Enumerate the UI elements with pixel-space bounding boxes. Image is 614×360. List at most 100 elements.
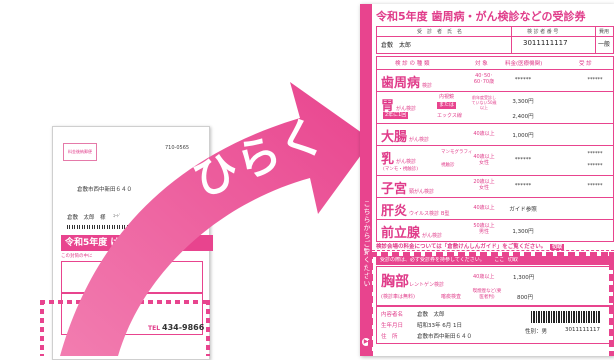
exam-target: 40歳以上 — [473, 205, 495, 211]
stub-tag: ここ — [494, 257, 505, 263]
table-row: 乳がん検診 (マンモ・視触診) マンモグラフィ 視触診 40歳以上女性 ****… — [376, 145, 614, 176]
exam-price: ****** — [514, 157, 532, 163]
customer-barcode — [531, 311, 601, 323]
table-row: 歯周病検診 40･50･60･70歳 ****** ****** — [376, 69, 614, 92]
label-birth: 生年月日 — [381, 323, 404, 329]
stub-cut-tag: 切取 — [507, 257, 518, 263]
exam-price: ガイド参照 — [509, 207, 537, 213]
table-header-cell: 受 診 — [579, 61, 592, 67]
chest-price: 1,300円 — [513, 275, 535, 281]
form-dashed-right — [609, 252, 614, 356]
stub-band-text: 受診の際は、必ず受診券を持参してください。 — [380, 257, 485, 263]
chest-target-2: 喫煙歴など(要医者判) — [472, 289, 502, 300]
recipient-code: ｺｰﾄﾞ — [113, 213, 121, 218]
info-number: 3011111117 — [565, 327, 600, 333]
open-instruction-text: ひらく — [186, 108, 334, 208]
table-row: 胃がん検診 2年に1回 内視鏡 または エックス線 前年度受診していない50歳以… — [376, 91, 614, 124]
exam-target: 前年度受診していない50歳以上 — [471, 95, 497, 110]
frequency-badge: 2年に1回 — [383, 112, 409, 119]
stub-band: 受診の際は、必ず受診券を持参してください。 ここ 切取 — [376, 256, 614, 265]
phone-label: TEL — [148, 325, 161, 332]
exam-status: ****** — [587, 183, 603, 189]
chest-target: 40歳以上 — [473, 274, 495, 280]
exam-status: ****** — [587, 151, 603, 157]
exam-target: 40歳以上女性 — [473, 154, 495, 166]
recipient-address: 倉敷市西中新田６４０ — [77, 187, 133, 193]
tear-line[interactable] — [372, 250, 614, 252]
recipient-name: 倉敷 太郎 様 — [67, 215, 106, 221]
exam-price: 3,300円 — [512, 99, 534, 105]
method-palpation: 視触診 — [441, 163, 455, 168]
method-mammography: マンモグラフィ — [441, 150, 473, 155]
side-arrow-icon: ▶ — [362, 338, 370, 346]
patient-info-box: 内容者名 生年月日 住 所 倉敷 太郎 昭和33年 6月 1日 倉敷市西中新田６… — [376, 306, 614, 344]
postal-barcode — [67, 225, 155, 229]
postage-stamp: 料金後納郵便 — [63, 143, 97, 161]
exam-status: ****** — [587, 163, 603, 169]
method-xray: エックス線 — [437, 113, 462, 119]
chest-exam-name: 胸部レントゲン検診 — [381, 274, 445, 290]
header-col-name: 受 診 者 氏 名 — [417, 29, 463, 35]
phone-number: 434-9866 — [162, 323, 205, 332]
info-birth: 昭和33年 6月 1日 — [417, 323, 462, 329]
exam-target: 50歳以上男性 — [473, 223, 495, 235]
table-header-cell: 料金(医療機関) — [505, 61, 543, 67]
mailer-info-box — [61, 261, 203, 293]
exam-name: 乳がん検診 — [381, 152, 417, 167]
exam-target: 20歳以上女性 — [473, 179, 495, 191]
exam-name: 子宮頸がん検診 — [381, 182, 435, 197]
header-col-number: 検 診 者 番 号 — [527, 29, 559, 35]
table-header-cell: 対 象 — [475, 61, 488, 67]
fee-note: 検診会場の料金については「倉敷けんしんガイド」をご覧ください。 切取 — [376, 242, 612, 251]
chest-exam-box: 胸部レントゲン検診 (検診車は無料) 喀痰検査 40歳以上 喫煙歴など(要医者判… — [376, 266, 614, 306]
mailer-title-band: 令和5年度 けん — [61, 235, 213, 251]
method-endoscope: 内視鏡 — [439, 94, 455, 100]
exam-price: 1,300円 — [512, 229, 534, 235]
exam-price: ****** — [514, 183, 532, 189]
table-row: 大腸がん検診 40歳以上 1,000円 — [376, 123, 614, 146]
exam-name: 歯周病検診 — [381, 76, 433, 91]
exam-ticket-form — [360, 4, 614, 356]
exam-name: 胃がん検診 — [381, 99, 417, 114]
mailer-dashed-right — [206, 300, 210, 356]
exam-name: 前立腺がん検診 — [381, 226, 443, 241]
exam-status: ****** — [587, 77, 603, 83]
label-name: 内容者名 — [381, 312, 404, 318]
fee-note-text: 検診会場の料金については「倉敷けんしんガイド」をご覧ください。 — [376, 244, 547, 250]
header-divider — [595, 27, 596, 53]
sputum-test: 喀痰検査 — [441, 294, 462, 300]
side-instruction-text: こちらからご覧ください — [363, 200, 371, 288]
table-row: 前立腺がん検診 50歳以上男性 1,300円 — [376, 219, 614, 242]
form-dashed-left — [368, 252, 373, 356]
exam-price-xray: 2,400円 — [512, 114, 534, 120]
form-header-box: 受 診 者 氏 名 検 診 者 番 号 費用 倉敷 太郎 3011111117 … — [376, 26, 614, 54]
table-header: 検 診 の 種 類 対 象 料金(医療機関) 受 診 — [376, 56, 614, 70]
label-address: 住 所 — [381, 334, 398, 340]
form-dashed-top — [370, 252, 614, 257]
chest-price-2: 800円 — [517, 295, 533, 301]
fee-type: 一般 — [598, 41, 611, 48]
header-divider — [377, 36, 613, 37]
patient-number: 3011111117 — [523, 39, 568, 47]
table-header-cell: 検 診 の 種 類 — [395, 61, 430, 67]
exam-target: 40･50･60･70歳 — [473, 73, 495, 85]
exam-price: 1,000円 — [512, 133, 534, 139]
exam-name: 大腸がん検診 — [381, 130, 430, 145]
mailer-dashed-left — [40, 300, 44, 356]
mailer-dashed-top — [40, 300, 210, 304]
exam-target: 40歳以上 — [473, 131, 495, 137]
method-or: または — [437, 102, 457, 109]
table-row: 子宮頸がん検診 20歳以上女性 ****** ****** — [376, 175, 614, 198]
header-col-fee: 費用 — [599, 29, 610, 35]
patient-name: 倉敷 太郎 — [381, 42, 412, 49]
chest-exam-subnote: (検診車は無料) — [381, 294, 415, 300]
exam-price: ****** — [514, 77, 532, 83]
cut-tag: 切取 — [550, 244, 565, 250]
mailer-subtitle: この封筒の中に — [61, 254, 93, 259]
exam-subnote: (マンモ・視触診) — [383, 167, 419, 172]
form-title: 令和5年度 歯周病・がん検診などの受診券 — [376, 10, 586, 23]
info-name: 倉敷 太郎 — [417, 312, 445, 318]
